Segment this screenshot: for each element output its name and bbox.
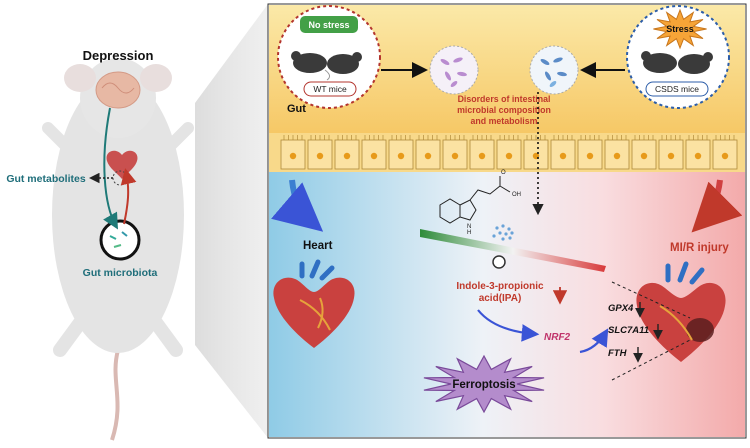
cell-nucleus — [667, 152, 675, 160]
injured-heart-icon — [636, 261, 726, 362]
csds-mice-label: CSDS mice — [655, 84, 699, 94]
mouse-leg-right — [147, 313, 183, 357]
gene-gpx4: GPX4 — [608, 303, 634, 314]
no-stress-badge — [300, 16, 358, 33]
ipa-nrf2-arrow — [477, 309, 540, 342]
ipa-particles-icon — [492, 224, 514, 241]
cell-nucleus — [721, 152, 729, 160]
disorders-line-3: and metabolism — [471, 116, 538, 126]
mouse-heart-icon — [106, 150, 138, 179]
balance-pivot — [492, 255, 506, 269]
epithelial-cell — [631, 139, 657, 170]
ferroptosis-burst-icon — [423, 354, 545, 414]
csds-mice-icon — [641, 51, 713, 74]
cell-nucleus — [559, 152, 567, 160]
cell-nucleus — [370, 152, 378, 160]
healthy-microbes-icon — [440, 57, 467, 87]
cell-nucleus — [343, 152, 351, 160]
stress-label: Stress — [666, 24, 694, 34]
cell-nucleus — [694, 152, 702, 160]
stress-burst-icon — [653, 8, 707, 50]
mouse-ear-right — [140, 64, 172, 92]
gut-heart-arrow — [120, 168, 137, 225]
csds-mice-pill — [645, 81, 709, 97]
cell-nucleus — [478, 152, 486, 160]
gut-metabolites-label: Gut metabolites — [6, 173, 86, 185]
zoom-line-top — [611, 281, 691, 319]
brain-icon — [95, 71, 141, 109]
gut-microbiota-label: Gut microbiota — [83, 267, 158, 279]
cell-nucleus — [640, 152, 648, 160]
wt-mice-icon — [291, 51, 362, 81]
molecule-o: O — [501, 170, 506, 176]
no-stress-label: No stress — [308, 20, 349, 30]
dysbiosis-microbe-circle — [529, 45, 579, 95]
cell-nucleus — [613, 152, 621, 160]
zoom-funnel — [195, 4, 268, 438]
zoom-line-bottom — [611, 339, 691, 381]
gene-fth: FTH — [608, 348, 628, 359]
ipa-line-2: acid(IPA) — [479, 293, 522, 304]
cell-nucleus — [451, 152, 459, 160]
mouse-illustration — [42, 58, 194, 441]
epithelial-cell — [577, 139, 603, 170]
disorders-line-1: Disorders of intestinal — [458, 94, 551, 104]
cell-nucleus — [316, 152, 324, 160]
cell-nucleus — [424, 152, 432, 160]
molecule-oh: OH — [512, 192, 521, 198]
mouse-body — [52, 77, 184, 353]
heart-label: Heart — [303, 240, 333, 252]
mouse-ear-left — [64, 64, 96, 92]
injury-label: MI/R injury — [670, 242, 729, 254]
healthy-microbe-circle — [429, 45, 479, 95]
mouse-arm-right — [160, 122, 194, 156]
ferroptosis-label: Ferroptosis — [452, 379, 515, 391]
gut-label: Gut — [287, 103, 306, 115]
nrf2-label: NRF2 — [544, 332, 571, 343]
cell-nucleus — [397, 152, 405, 160]
mouse-tail — [110, 349, 120, 441]
cell-nucleus — [505, 152, 513, 160]
disorders-line-2: microbial composition — [457, 105, 551, 115]
molecule-n: N — [467, 224, 471, 230]
injury-flow-arrow — [691, 179, 743, 233]
cell-nucleus — [586, 152, 594, 160]
gene-slc7a11: SLC7A11 — [608, 325, 649, 336]
cell-nucleus — [289, 152, 297, 160]
mouse-leg-left — [53, 313, 89, 357]
microbiota-circle-icon — [99, 219, 141, 261]
ipa-line-1: Indole-3-propionic — [456, 281, 544, 292]
nrf2-genes-arrow — [579, 328, 609, 354]
mouse-arm-left — [42, 122, 76, 156]
ipa-molecule-icon — [439, 176, 511, 224]
wt-mice-pill — [303, 81, 357, 97]
wt-mice-label: WT mice — [313, 84, 347, 94]
heart-flow-arrow — [271, 179, 324, 232]
depression-title: Depression — [83, 48, 154, 63]
dysbiosis-microbes-icon — [540, 57, 567, 87]
molecule-h: H — [467, 230, 471, 236]
epithelial-cells — [280, 135, 738, 170]
balance-bar — [420, 229, 606, 272]
healthy-heart-icon — [273, 259, 355, 348]
